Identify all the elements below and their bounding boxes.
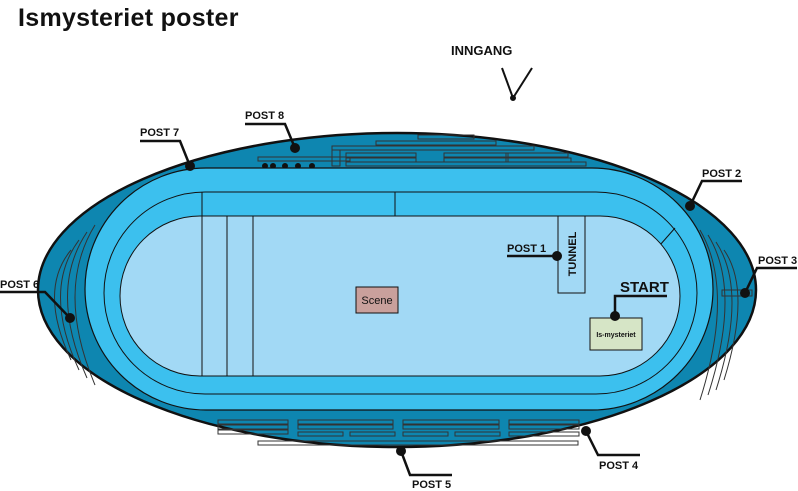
- stands-south: [217, 419, 580, 446]
- post-7-label: POST 7: [140, 127, 179, 139]
- start-booth-label: Is-mysteriet: [596, 332, 636, 339]
- post-7-marker[interactable]: POST 7: [140, 127, 195, 171]
- post-5-marker[interactable]: POST 5: [396, 446, 452, 491]
- post-5-label: POST 5: [412, 479, 451, 491]
- post-3-marker[interactable]: POST 3: [740, 255, 797, 298]
- stage[interactable]: Scene: [355, 286, 399, 314]
- post-8-label: POST 8: [245, 110, 284, 122]
- post-2-marker[interactable]: POST 2: [685, 168, 742, 211]
- start-label: START: [620, 279, 669, 296]
- map-title: Ismysteriet poster: [18, 4, 239, 32]
- stands-north: [257, 134, 587, 169]
- start-marker[interactable]: START: [610, 279, 669, 321]
- post-8-marker[interactable]: POST 8: [245, 110, 300, 153]
- tunnel: TUNNEL: [557, 215, 586, 294]
- stands-west: [54, 224, 96, 386]
- post-1-marker[interactable]: POST 1: [507, 243, 562, 261]
- entrance-arrow-icon: [501, 67, 533, 101]
- post-6-label: POST 6: [0, 279, 39, 291]
- entrance-label: INNGANG: [451, 43, 512, 58]
- post-2-label: POST 2: [702, 168, 741, 180]
- infield: [119, 215, 681, 377]
- stage-label: Scene: [361, 295, 392, 307]
- post-4-marker[interactable]: POST 4: [581, 426, 640, 472]
- tunnel-label: TUNNEL: [567, 231, 579, 276]
- track-lane-line: [103, 191, 698, 395]
- stands-east: [699, 229, 753, 401]
- post-3-label: POST 3: [758, 255, 797, 267]
- post-6-marker[interactable]: POST 6: [0, 279, 75, 323]
- post-4-label: POST 4: [599, 460, 639, 472]
- post-1-label: POST 1: [507, 243, 546, 255]
- start-booth[interactable]: Is-mysteriet: [589, 317, 643, 351]
